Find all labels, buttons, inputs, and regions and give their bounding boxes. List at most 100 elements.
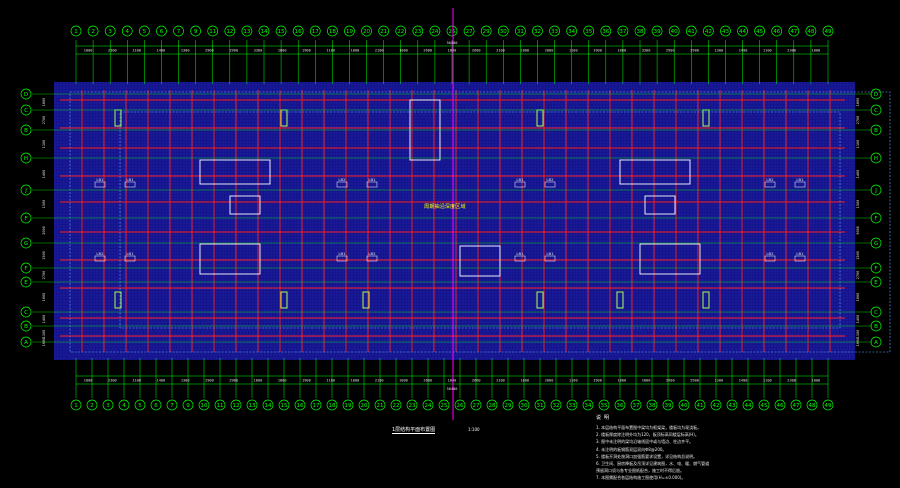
grid-label-bottom: 46 xyxy=(777,403,784,409)
grid-label-top: 6 xyxy=(160,29,164,35)
dim-text: 1300 xyxy=(715,379,724,383)
dim-text: 1800 xyxy=(448,49,457,53)
grid-bubble-bottom xyxy=(454,399,466,411)
grid-label-top: 37 xyxy=(619,29,626,35)
dim-text: 1900 xyxy=(302,49,311,53)
slab-tag-text: LB1 xyxy=(338,251,346,256)
grid-bubble-top xyxy=(275,25,287,37)
grid-bubble-bottom xyxy=(742,399,754,411)
grid-label-top: 5 xyxy=(143,29,147,35)
grid-label-bottom: 39 xyxy=(665,403,672,409)
dim-text-side: 1100 xyxy=(42,330,46,339)
notes-block: 说明 1. 本层结构平面布置图中梁均为框架梁，楼板均为现浇板。2. 楼板厚度除注… xyxy=(596,414,896,482)
grid-bubble-row xyxy=(20,306,32,318)
grid-label-top: 3 xyxy=(108,29,112,35)
dim-text-side: 1100 xyxy=(856,140,860,149)
dim-text-side: 1600 xyxy=(42,338,46,347)
grid-bubble-top xyxy=(139,25,150,37)
grid-bubble-row xyxy=(20,237,32,249)
slab-tag-box xyxy=(794,255,806,262)
grid-bubble-top xyxy=(224,25,236,37)
note-line: 5. 楼板开洞处按洞口加强筋要求设置，详见结构总说明。 xyxy=(596,453,698,459)
grid-label-row: G xyxy=(24,241,28,247)
dim-text-side: 1600 xyxy=(856,293,860,302)
dim-text: 1900 xyxy=(593,379,602,383)
grid-label-bottom: 38 xyxy=(649,403,656,409)
dim-text-side: 1500 xyxy=(856,251,860,260)
dim-text: 2600 xyxy=(423,49,432,53)
dim-text: 2900 xyxy=(666,379,675,383)
grid-label-top: 9 xyxy=(194,29,198,35)
grid-bubble-bottom xyxy=(102,399,114,411)
dim-text: 1800 xyxy=(448,379,457,383)
grid-label-top: 25 xyxy=(449,29,456,35)
grid-label-bottom: 18 xyxy=(329,403,336,409)
shear-wall xyxy=(459,245,501,277)
dim-text-side: 3000 xyxy=(42,226,46,235)
slab-tag-box xyxy=(336,181,348,188)
grid-label-top: 38 xyxy=(637,29,644,35)
grid-bubble-row xyxy=(20,124,32,136)
grid-label-row: C xyxy=(24,108,28,114)
dim-text: 1100 xyxy=(763,49,772,53)
dim-text-side: 1100 xyxy=(42,140,46,149)
shear-wall xyxy=(639,243,701,275)
dim-text: 2600 xyxy=(423,379,432,383)
grid-bubble-top xyxy=(737,25,748,37)
grid-label-top: 42 xyxy=(705,29,712,35)
grid-bubble-top xyxy=(549,25,560,37)
grid-bubble-bottom xyxy=(550,399,562,411)
note-line: 1. 本层结构平面布置图中梁均为框架梁，楼板均为现浇板。 xyxy=(596,425,702,430)
grid-label-bottom: 5 xyxy=(138,403,142,409)
grid-bubble-top xyxy=(822,25,834,37)
grid-bubble-top xyxy=(634,25,646,37)
grid-bubble-bottom xyxy=(774,399,786,411)
dim-text-side: 1500 xyxy=(42,200,46,209)
grid-label-bottom: 2 xyxy=(90,403,94,409)
dim-text-side: 1100 xyxy=(856,330,860,339)
grid-label-top: 14 xyxy=(261,29,268,35)
grid-label-top: 20 xyxy=(363,29,370,35)
grid-bubble-top xyxy=(207,25,219,37)
dim-text: 1800 xyxy=(617,49,626,53)
slab-tag-box xyxy=(124,255,136,262)
grid-label-bottom: 11 xyxy=(217,403,224,409)
grid-bubble-top xyxy=(566,25,577,37)
grid-label-top: 12 xyxy=(226,29,233,35)
grid-label-bottom: 7 xyxy=(170,403,174,409)
grid-label-top: 49 xyxy=(825,29,832,35)
grid-bubble-top xyxy=(685,25,697,37)
slab-tag-box xyxy=(544,181,556,188)
grid-bubble-bottom xyxy=(358,399,370,411)
column-mark xyxy=(702,291,710,309)
grid-label-bottom: 10 xyxy=(201,403,208,409)
dim-text: 1800 xyxy=(278,379,287,383)
slab-tag-box xyxy=(366,255,378,262)
grid-bubble-bottom xyxy=(806,399,818,411)
dim-text-side: 1400 xyxy=(42,315,46,324)
grid-label-bottom: 25 xyxy=(441,403,448,409)
grid-label-bottom: 6 xyxy=(154,403,158,409)
grid-label-bottom: 22 xyxy=(393,403,400,409)
grid-bubble-row xyxy=(20,320,32,332)
grid-bubble-bottom xyxy=(646,399,658,411)
slab-tag-box xyxy=(366,181,378,188)
grid-bubble-top xyxy=(600,25,612,37)
dim-text: 1800 xyxy=(617,379,626,383)
slab-tag-text: LB1 xyxy=(368,177,376,182)
grid-bubble-top xyxy=(190,25,201,37)
dim-text-side: 1400 xyxy=(856,170,860,179)
dim-text: 1400 xyxy=(157,49,166,53)
grid-bubble-top xyxy=(361,25,372,37)
grid-bubble-bottom xyxy=(166,399,178,411)
grid-bubble-row xyxy=(20,276,32,288)
grid-bubble-bottom xyxy=(150,399,162,411)
grid-label-row: E xyxy=(874,280,878,286)
grid-label-row: G xyxy=(874,241,878,247)
grid-label-top: 31 xyxy=(517,29,524,35)
grid-bubble-bottom xyxy=(582,399,594,411)
dim-text: 1000 xyxy=(812,379,821,383)
grid-label-row: B xyxy=(24,128,28,134)
